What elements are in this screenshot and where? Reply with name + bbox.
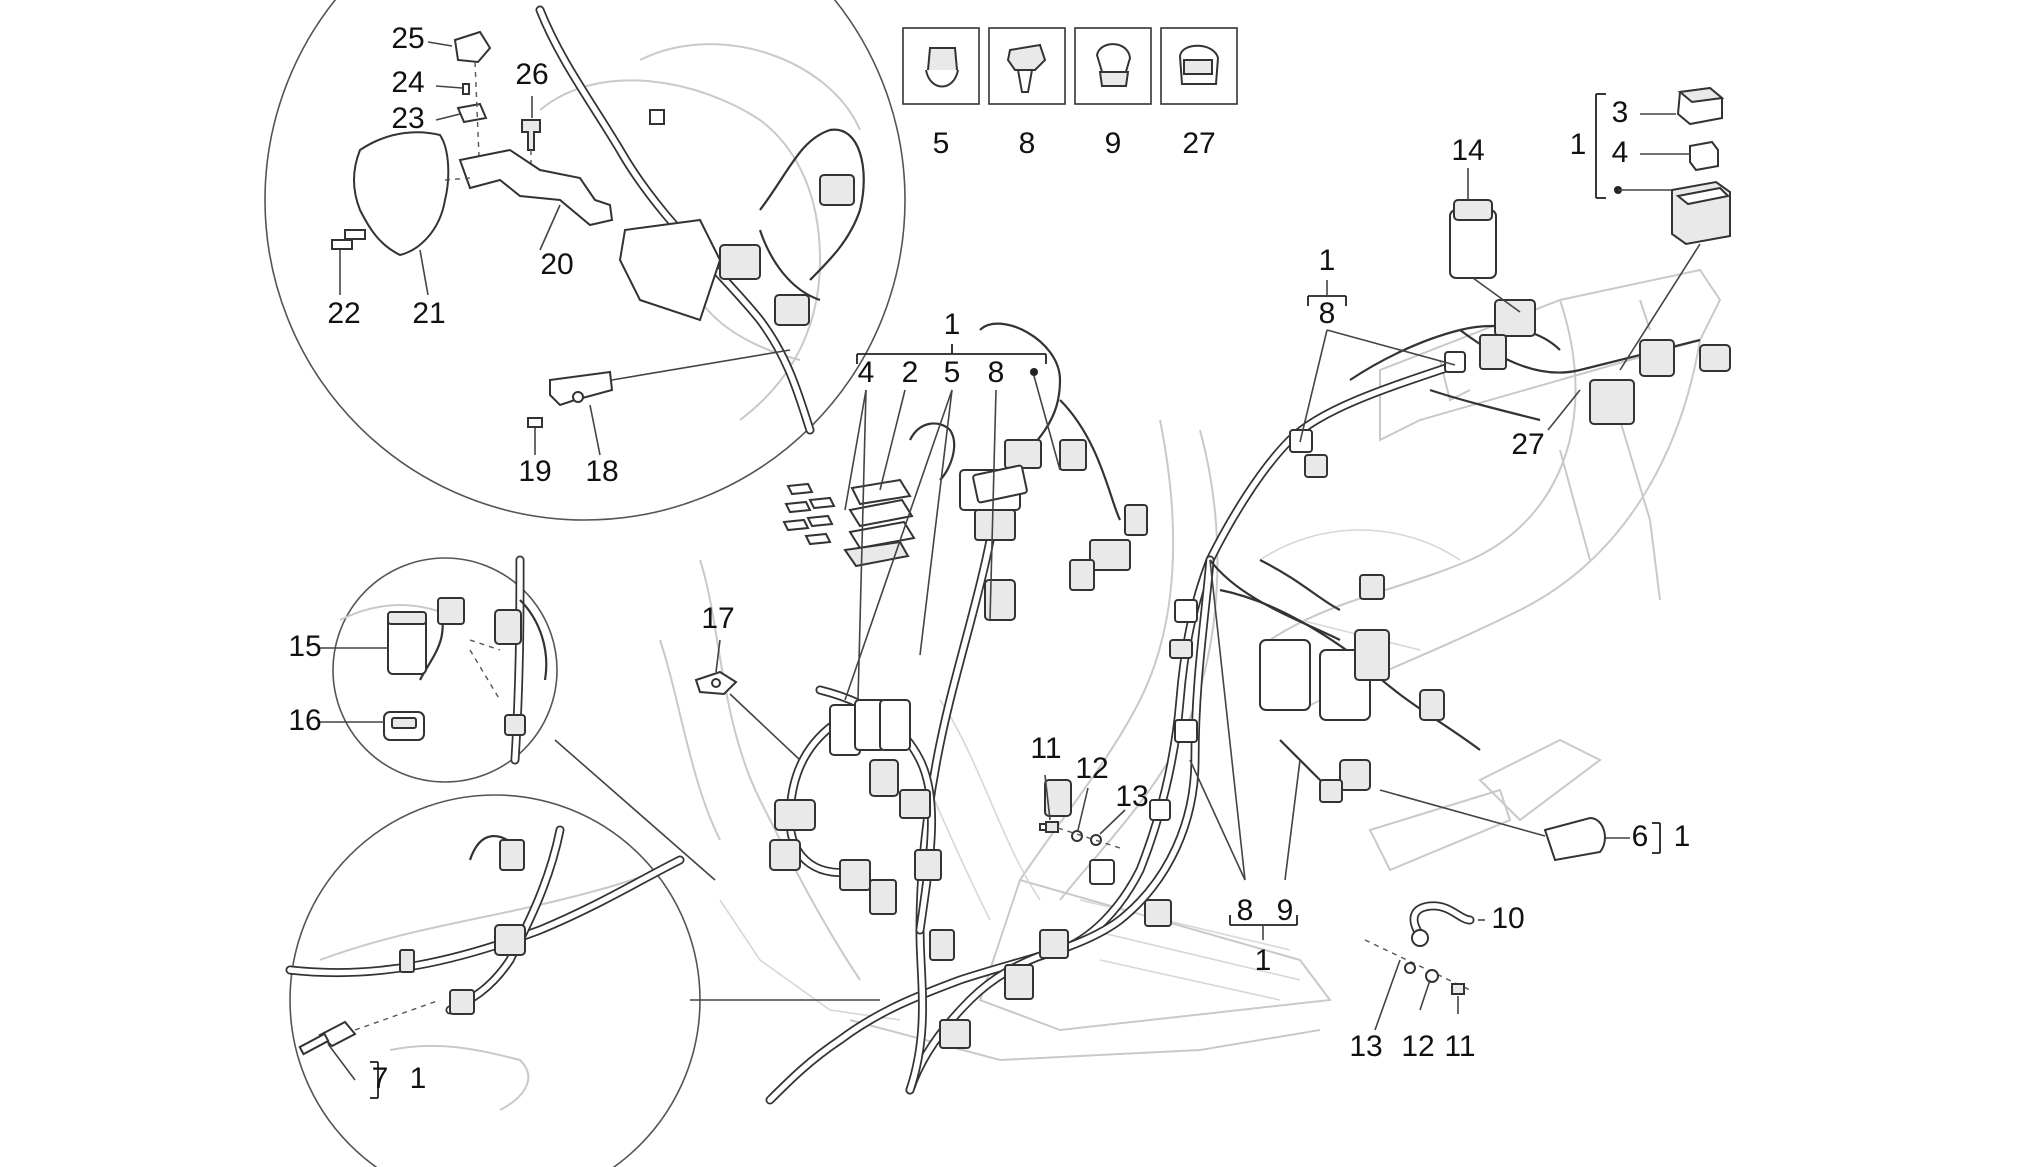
detail-circle-sensor [285,794,880,1167]
detail-circle-relay [332,555,716,881]
callout-27-box: 27 [1182,127,1215,160]
part-24 [462,83,470,95]
callout-11-bottom: 11 [1444,1030,1475,1063]
callout-8-right: 8 [1319,297,1336,330]
callout-12-bottom: 12 [1401,1030,1434,1063]
part-14-relay [1449,199,1521,313]
harness-connectors [769,299,1731,1049]
callout-9-box: 9 [1105,127,1122,160]
callout-8-box: 8 [1019,127,1036,160]
callout-13-bottom: 13 [1349,1030,1382,1063]
callout-17: 17 [701,602,734,635]
callout-3: 3 [1612,96,1629,129]
callout-6: 6 [1632,820,1649,853]
part-23 [456,102,488,124]
callout-4-fuse: 4 [1612,136,1629,169]
callout-14: 14 [1451,134,1484,167]
part-25 [453,30,492,64]
callout-13-mid: 13 [1115,780,1148,813]
callout-10: 10 [1491,902,1524,935]
callout-27: 27 [1511,428,1544,461]
part-22 [331,239,353,250]
part-26 [521,119,541,151]
callout-26: 26 [515,58,548,91]
callout-2: 2 [902,356,919,389]
part-4-fuse [1689,140,1719,172]
callout-1-right: 1 [1319,244,1336,277]
callout-8-bottom: 8 [1237,894,1254,927]
callout-1-group: 1 [944,308,961,341]
callout-18: 18 [585,455,618,488]
callout-9-bottom: 9 [1277,894,1294,927]
callout-16: 16 [288,704,321,737]
leader-lines [318,41,1581,1099]
callout-23: 23 [391,102,424,135]
callout-5-group: 5 [944,356,961,389]
callout-15: 15 [288,630,321,663]
callout-1-sensor: 1 [410,1062,427,1095]
callout-11-mid: 11 [1030,732,1061,765]
callout-5: 5 [933,127,950,160]
part-19 [527,417,543,428]
clip-boxes [902,27,1238,105]
part-6-cap [1379,789,1661,862]
detail-circle-handlebar [264,0,906,521]
callout-19: 19 [518,455,551,488]
callout-25: 25 [391,22,424,55]
part-21 [353,131,450,257]
callout-24: 24 [391,66,424,99]
callout-21: 21 [412,297,445,330]
callout-8-group: 8 [988,356,1005,389]
part-10-cable [1364,901,1485,1031]
fuse-group-left [782,422,1028,568]
callout-labels: 25 24 23 26 20 22 21 19 18 5 8 9 27 3 1 … [288,22,1690,1095]
fuse-kit [1595,86,1731,371]
callout-1-fuse: 1 [1570,128,1587,161]
callout-22: 22 [327,297,360,330]
callout-12-mid: 12 [1075,752,1108,785]
callout-1-bottom: 1 [1255,944,1272,977]
callout-7: 7 [372,1062,389,1095]
part-20 [458,148,614,227]
callout-1-cap: 1 [1674,820,1691,853]
hardware-middle [1039,774,1126,849]
callout-20: 20 [540,248,573,281]
part-17-bracket [694,639,801,761]
callout-4-group: 4 [858,356,875,389]
